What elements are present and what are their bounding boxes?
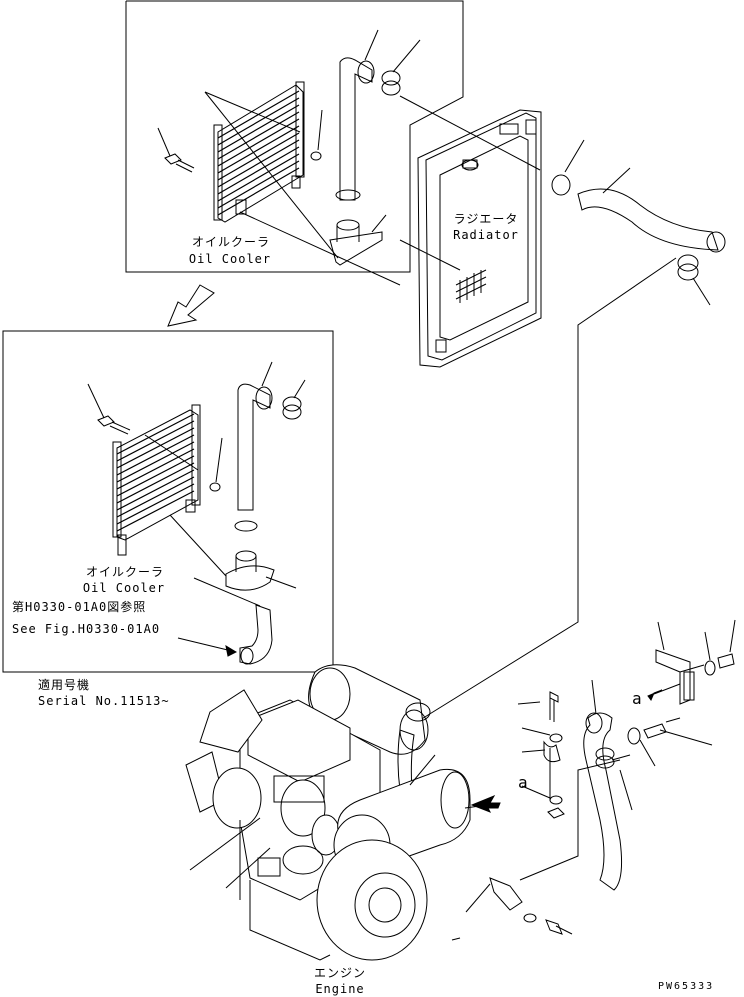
washer-leader-left [522,728,550,735]
engine-en: Engine [315,982,365,996]
radiator-en: Radiator [453,228,519,242]
top-leader-diag [205,92,338,258]
oil-cooler-en-top: Oil Cooler [188,252,272,266]
clamp-leader-left [522,750,545,752]
hose-leader-2 [612,755,630,760]
leader-right-to-engine [420,258,676,720]
lower-leader-2 [194,578,260,606]
top-leader-diag2 [240,212,400,285]
radiator [418,110,541,367]
see-fig-en: See Fig.H0330-01A0 [12,622,161,636]
lower-inset-frame [3,331,333,672]
engine-leader-2 [226,848,270,888]
lower-hose-assembly [452,650,734,940]
top-oil-cooler [158,82,322,222]
engine-jp: エンジン [313,966,366,980]
view-arrow-a-engine [472,796,500,812]
hose-leader-4 [620,770,632,810]
hose-leader-5 [660,730,712,745]
down-arrow [168,285,214,326]
serial-jp: 適用号機 [38,678,91,692]
view-arrow-a-bracket [648,690,662,700]
oil-cooler-jp-top: オイルクーラ [191,235,270,249]
hose-leader-1 [592,680,596,714]
bolt-leader [730,620,735,652]
upper-hose [552,140,725,252]
serial-en: Serial No.11513~ [38,694,170,708]
bolt-leader-left [518,702,540,704]
view-arrow-a-line [654,684,680,694]
top-inset-frame [126,1,463,272]
lower-pipe [226,362,305,664]
hose-leader-3 [640,740,655,766]
engine-leader-3 [410,755,435,785]
top-pipe [330,30,420,265]
drawing-code: PW65333 [658,981,715,992]
see-fig-jp: 第H0330-01A0図参照 [12,600,147,614]
right-clamp [678,255,710,305]
oil-cooler-jp-bottom: オイルクーラ [85,565,164,579]
lower-leader-1 [170,515,226,576]
nut-leader-left [522,786,550,798]
view-a-label-bracket: a [632,689,643,708]
engine-leader-1 [190,818,260,870]
radiator-jp: ラジエータ [453,212,519,226]
washer-leader [705,632,710,660]
view-a-label-engine: a [518,773,529,792]
arrow-tip [226,646,236,656]
radiator-leader2 [400,240,460,270]
lower-oil-cooler [88,384,222,555]
top-leader-diag3 [205,92,300,132]
engine [186,665,470,960]
radiator-leader [400,96,540,170]
bracket-leader [658,622,664,650]
oil-cooler-en-bottom: Oil Cooler [82,581,166,595]
